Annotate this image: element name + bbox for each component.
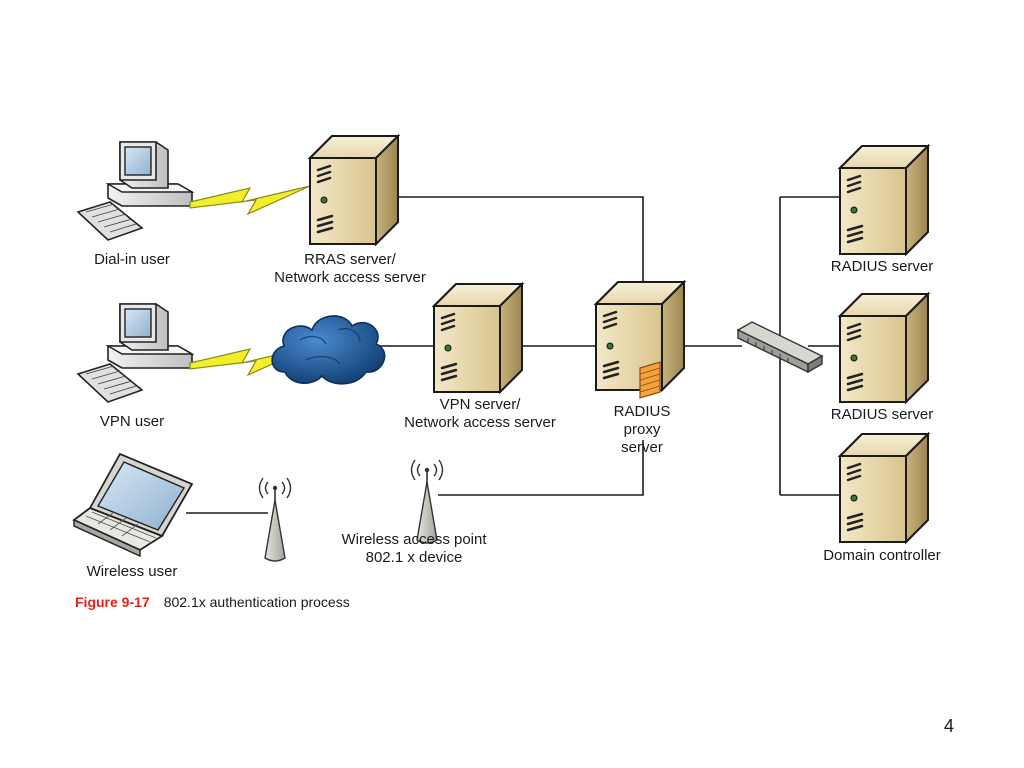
figure-number: Figure 9-17 — [75, 594, 150, 610]
vpn-server-label-line1: VPN server/ — [439, 396, 521, 413]
wireless-user-label: Wireless user — [86, 563, 178, 580]
radius-server-2-label: RADIUS server — [830, 406, 934, 423]
radius-proxy-label-line3: server — [621, 439, 663, 456]
dialin-lightning-icon — [189, 185, 311, 215]
figure-caption: Figure 9-17 802.1x authentication process — [75, 594, 350, 610]
network-switch-icon — [736, 321, 824, 374]
vpn-desktop-icon — [77, 303, 193, 403]
radius-proxy-label-line2: proxy — [623, 421, 661, 438]
wap-label: Wireless access point 802.1 x device — [328, 531, 500, 567]
dialin-desktop-icon — [77, 141, 193, 241]
radius-server-1-label: RADIUS server — [830, 258, 934, 275]
rras-server-label-line1: RRAS server/ — [304, 251, 396, 268]
figure-caption-text: 802.1x authentication process — [163, 594, 350, 610]
wap-label-line2: 802.1 x device — [365, 549, 463, 566]
rras-server-icon — [308, 134, 400, 246]
vpn-server-label: VPN server/ Network access server — [380, 396, 580, 432]
firewall-icon — [639, 361, 661, 399]
rras-to-proxy-line — [398, 196, 644, 288]
domain-controller-label: Domain controller — [823, 547, 941, 564]
radius-server-1-icon — [838, 144, 930, 256]
rras-server-label-line2: Network access server — [274, 269, 426, 286]
domain-controller-icon — [838, 432, 930, 544]
radius-proxy-label-line1: RADIUS — [613, 403, 671, 420]
page-number: 4 — [943, 716, 954, 736]
rras-server-label: RRAS server/ Network access server — [250, 251, 450, 287]
radius-proxy-label: RADIUS proxy server — [592, 403, 692, 457]
wap-to-proxy-line — [438, 440, 644, 496]
vpn-user-label: VPN user — [99, 413, 165, 430]
laptop-icon — [72, 452, 194, 558]
internet-cloud-icon — [271, 315, 386, 385]
wireless-user-antenna-icon — [258, 477, 292, 562]
vpn-server-icon — [432, 282, 524, 394]
dialin-user-label: Dial-in user — [94, 251, 170, 268]
radius-server-2-icon — [838, 292, 930, 404]
vpn-server-label-line2: Network access server — [404, 414, 556, 431]
wap-label-line1: Wireless access point — [341, 531, 487, 548]
